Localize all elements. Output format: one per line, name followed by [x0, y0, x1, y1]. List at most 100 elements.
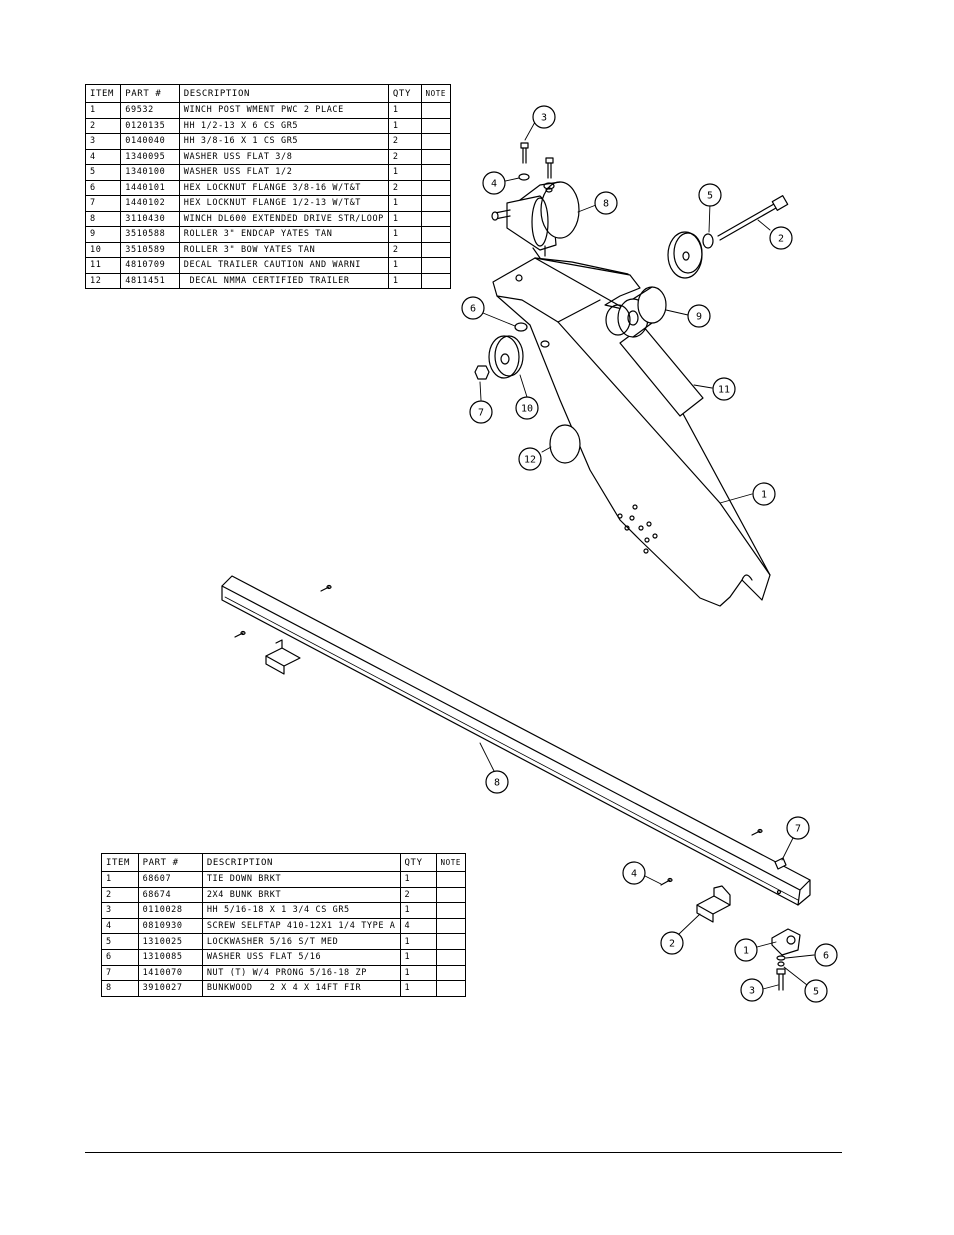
callout-balloon	[660, 931, 684, 955]
bunk-hardware	[234, 584, 801, 991]
callout-number: 5	[707, 191, 713, 202]
callout-number: 4	[491, 179, 497, 190]
bunk-callouts: 8 7 4 2 1 6 3 5	[485, 770, 838, 1003]
header-note: NOTE	[420, 84, 452, 103]
cell-description: HEX LOCKNUT FLANGE 1/2-13 W/T&T	[178, 195, 389, 212]
callout-number: 5	[813, 987, 819, 998]
bunkwood-board	[221, 575, 811, 906]
cell-qty: 1	[399, 933, 437, 950]
callout-number: 7	[795, 824, 801, 835]
cell-item: 12	[84, 272, 122, 289]
cell-description: WINCH DL600 EXTENDED DRIVE STR/LOOP	[178, 210, 389, 227]
cell-description: DECAL TRAILER CAUTION AND WARNI	[178, 257, 389, 274]
table-header-row: ITEM PART # DESCRIPTION QTY NOTE	[84, 84, 452, 103]
callout-number: 1	[761, 490, 767, 501]
cell-description: WASHER USS FLAT 5/16	[201, 948, 401, 966]
callout-balloon	[485, 770, 509, 794]
callout-balloon	[769, 226, 793, 250]
cell-note	[435, 980, 466, 997]
lower-hardware	[474, 322, 581, 464]
callout-balloon	[734, 938, 758, 962]
winch-leader-lines	[479, 121, 771, 504]
header-qty: QTY	[387, 84, 422, 103]
winch-body	[491, 181, 580, 259]
callout-number: 9	[696, 312, 702, 323]
cell-description: NUT (T) W/4 PRONG 5/16-18 ZP	[201, 964, 401, 982]
callout-number: 10	[521, 404, 533, 415]
cell-part-number: 3910027	[137, 980, 203, 997]
callout-balloon	[532, 105, 556, 129]
callout-number: 2	[669, 939, 675, 950]
table-header-row: ITEM PART # DESCRIPTION QTY NOTE	[101, 853, 466, 872]
callout-number: 6	[823, 951, 829, 962]
cell-description: DECAL NMMA CERTIFIED TRAILER	[178, 272, 389, 289]
roller-bolt-assembly	[667, 195, 789, 279]
cell-qty: 4	[399, 917, 437, 935]
page-footer-rule	[85, 1152, 842, 1153]
winch-bolts	[518, 142, 555, 193]
callout-balloon	[482, 171, 506, 195]
cell-description: ROLLER 3" ENDCAP YATES TAN	[178, 226, 389, 243]
bunk-leader-lines	[479, 742, 815, 990]
cell-description: LOCKWASHER 5/16 S/T MED	[201, 933, 401, 950]
header-item: ITEM	[84, 84, 122, 103]
callout-number: 3	[541, 113, 547, 124]
callout-number: 11	[718, 385, 730, 396]
header-qty: QTY	[399, 853, 437, 872]
callout-number: 1	[743, 946, 749, 957]
callout-number: 8	[494, 778, 500, 789]
cell-item: 8	[84, 210, 122, 227]
callout-number: 3	[749, 986, 755, 997]
callout-balloon	[804, 979, 828, 1003]
callout-number: 4	[631, 869, 637, 880]
header-note: NOTE	[435, 853, 466, 872]
callout-number: 12	[524, 455, 536, 466]
callout-balloon	[786, 816, 810, 840]
cell-description: HH 5/16-18 X 1 3/4 CS GR5	[201, 902, 401, 919]
callout-balloon	[814, 943, 838, 967]
callout-number: 7	[478, 408, 484, 419]
callout-balloon	[740, 978, 764, 1002]
cell-qty: 1	[387, 272, 422, 289]
cell-description: HEX LOCKNUT FLANGE 3/8-16 W/T&T	[178, 179, 389, 196]
callout-balloon	[515, 396, 539, 420]
roller-endcap	[605, 286, 667, 338]
callout-balloon	[594, 191, 618, 215]
callout-number: 6	[470, 304, 476, 315]
cell-item: 8	[101, 980, 139, 997]
cell-description: BUNKWOOD 2 X 4 X 14FT FIR	[201, 980, 401, 997]
cell-qty: 1	[399, 980, 437, 997]
callout-balloon	[698, 183, 722, 207]
callout-balloon	[469, 400, 493, 424]
callout-balloon	[622, 861, 646, 885]
winch-post-weldment	[492, 257, 771, 607]
callout-balloon	[518, 447, 542, 471]
callout-balloon	[687, 304, 711, 328]
callout-balloon	[752, 482, 776, 506]
callout-balloon	[712, 377, 736, 401]
callout-balloon	[461, 296, 485, 320]
header-description: DESCRIPTION	[178, 84, 389, 103]
cell-note	[420, 272, 452, 289]
